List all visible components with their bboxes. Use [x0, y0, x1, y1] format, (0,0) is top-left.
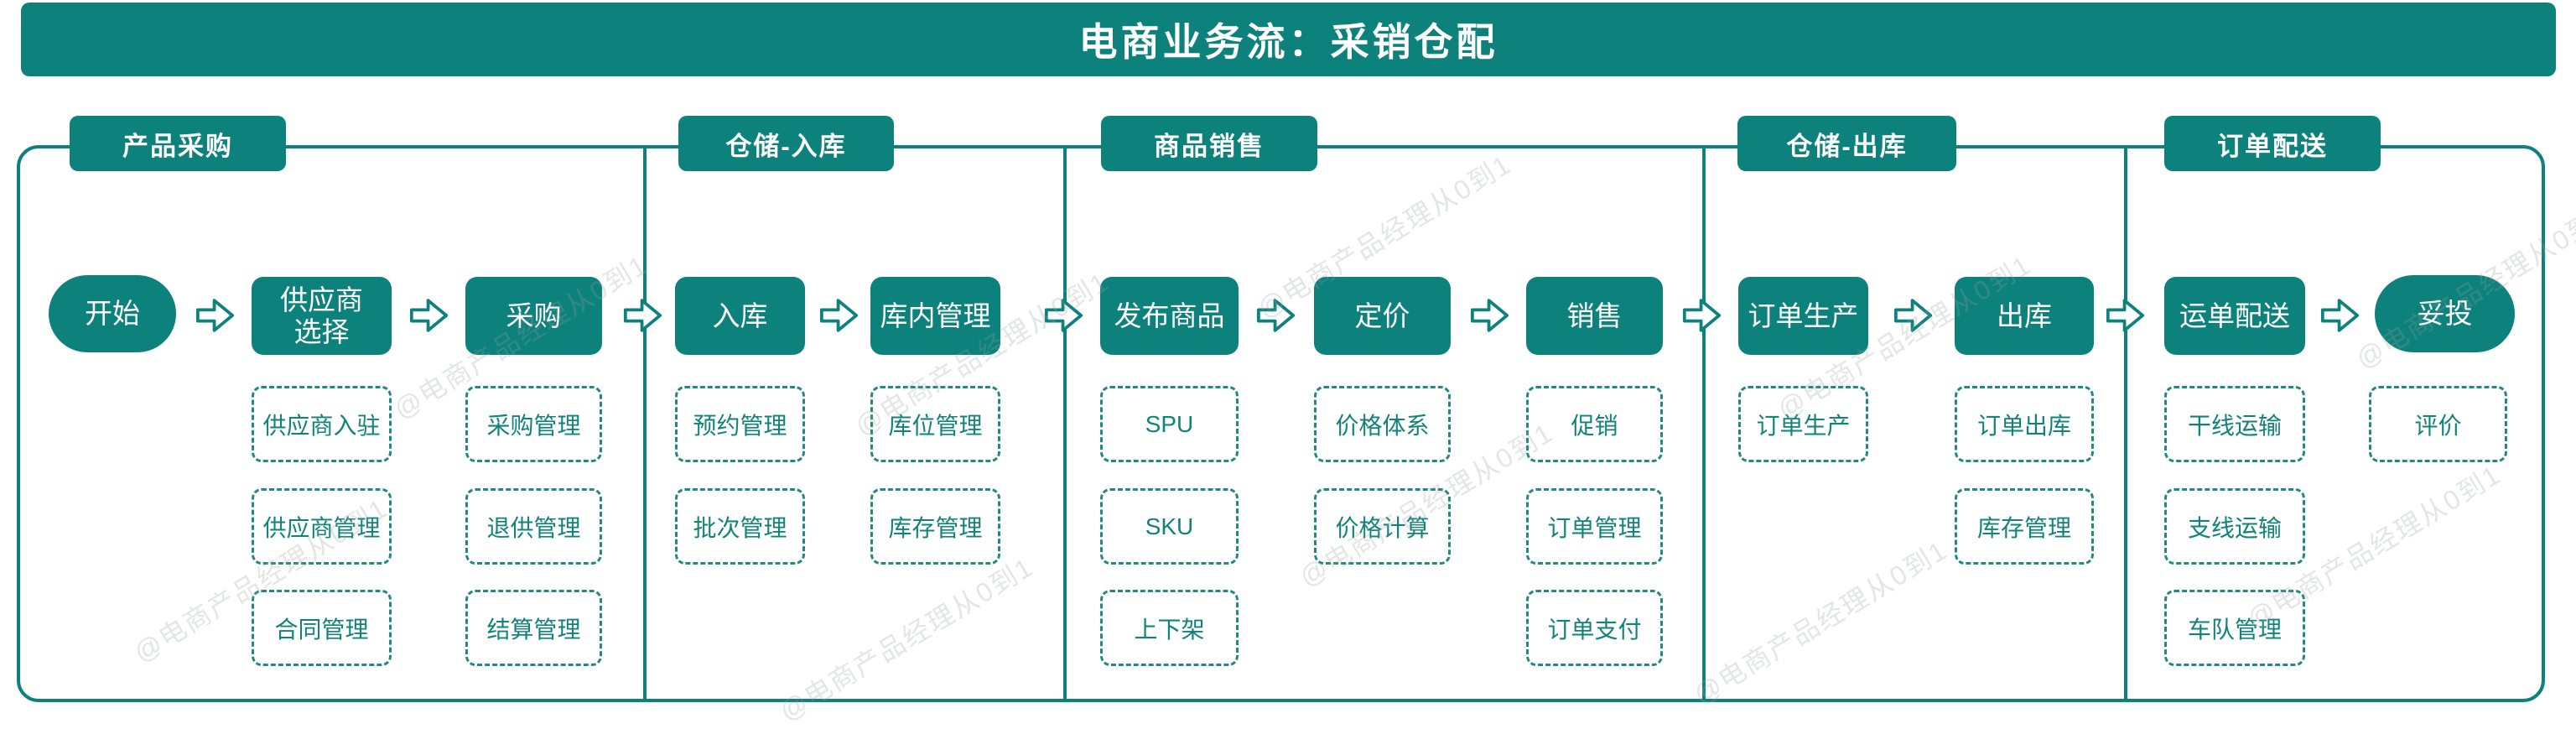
- node-supplier-selection: 供应商 选择: [252, 277, 392, 355]
- sub-purchase-mgmt: 采购管理: [465, 386, 602, 462]
- node-outbound: 出库: [1955, 277, 2094, 355]
- sub-order-mgmt: 订单管理: [1526, 488, 1663, 565]
- flow-arrow-icon: [409, 299, 449, 332]
- section-divider: [2124, 148, 2127, 699]
- sub-fleet-mgmt: 车队管理: [2164, 590, 2305, 666]
- sub-promotion: 促销: [1526, 386, 1663, 462]
- flow-arrow-icon: [2106, 299, 2145, 332]
- flow-arrow-icon: [1470, 299, 1509, 332]
- sub-sku: SKU: [1100, 488, 1239, 565]
- sub-order-payment: 订单支付: [1526, 590, 1663, 666]
- sub-supplier-mgmt: 供应商管理: [252, 488, 392, 565]
- node-sales: 销售: [1526, 277, 1663, 355]
- flow-arrow-icon: [623, 299, 662, 332]
- flow-arrow-icon: [1893, 299, 1933, 332]
- terminal-start: 开始: [49, 275, 176, 352]
- section-label-warehouse-inbound: 仓储-入库: [678, 116, 894, 171]
- sub-review: 评价: [2369, 386, 2507, 462]
- node-purchase: 采购: [465, 277, 602, 355]
- flow-arrow-icon: [1256, 299, 1296, 332]
- title-bar: 电商业务流：采销仓配: [21, 3, 2556, 76]
- sub-location-mgmt: 库位管理: [870, 386, 1000, 462]
- section-divider: [643, 148, 647, 699]
- sub-batch-mgmt: 批次管理: [675, 488, 805, 565]
- page-title: 电商业务流：采销仓配: [1078, 20, 1498, 64]
- sub-trunk-transport: 干线运输: [2164, 386, 2305, 462]
- flow-arrow-icon: [1044, 299, 1083, 332]
- sub-listing: 上下架: [1100, 590, 1239, 666]
- node-inbound: 入库: [675, 277, 805, 355]
- node-warehouse-mgmt: 库内管理: [870, 277, 1000, 355]
- sub-settlement-mgmt: 结算管理: [465, 590, 602, 666]
- node-order-production: 订单生产: [1738, 277, 1868, 355]
- sub-appointment-mgmt: 预约管理: [675, 386, 805, 462]
- sub-stock-mgmt: 库存管理: [870, 488, 1000, 565]
- sub-stock-mgmt-out: 库存管理: [1955, 488, 2094, 565]
- sub-order-outbound: 订单出库: [1955, 386, 2094, 462]
- sub-order-production: 订单生产: [1738, 386, 1868, 462]
- terminal-delivered: 妥投: [2375, 275, 2515, 352]
- sub-return-supply-mgmt: 退供管理: [465, 488, 602, 565]
- section-label-warehouse-outbound: 仓储-出库: [1737, 116, 1956, 171]
- section-divider: [1063, 148, 1067, 699]
- node-publish-product: 发布商品: [1100, 277, 1239, 355]
- sub-price-calc: 价格计算: [1314, 488, 1451, 565]
- sub-contract-mgmt: 合同管理: [252, 590, 392, 666]
- flow-arrow-icon: [1682, 299, 1722, 332]
- sub-supplier-onboarding: 供应商入驻: [252, 386, 392, 462]
- section-label-procurement: 产品采购: [70, 116, 286, 171]
- section-label-order-delivery: 订单配送: [2164, 116, 2381, 171]
- section-label-product-sales: 商品销售: [1101, 116, 1317, 171]
- flow-arrow-icon: [195, 299, 235, 332]
- node-waybill-delivery: 运单配送: [2164, 277, 2305, 355]
- node-pricing: 定价: [1314, 277, 1451, 355]
- sub-spu: SPU: [1100, 386, 1239, 462]
- node-label-line1: 供应商: [280, 284, 363, 315]
- section-divider: [1702, 148, 1706, 699]
- flow-arrow-icon: [819, 299, 859, 332]
- node-label-line2: 选择: [293, 315, 350, 347]
- sub-branch-transport: 支线运输: [2164, 488, 2305, 565]
- flow-arrow-icon: [2320, 299, 2360, 332]
- sub-price-system: 价格体系: [1314, 386, 1451, 462]
